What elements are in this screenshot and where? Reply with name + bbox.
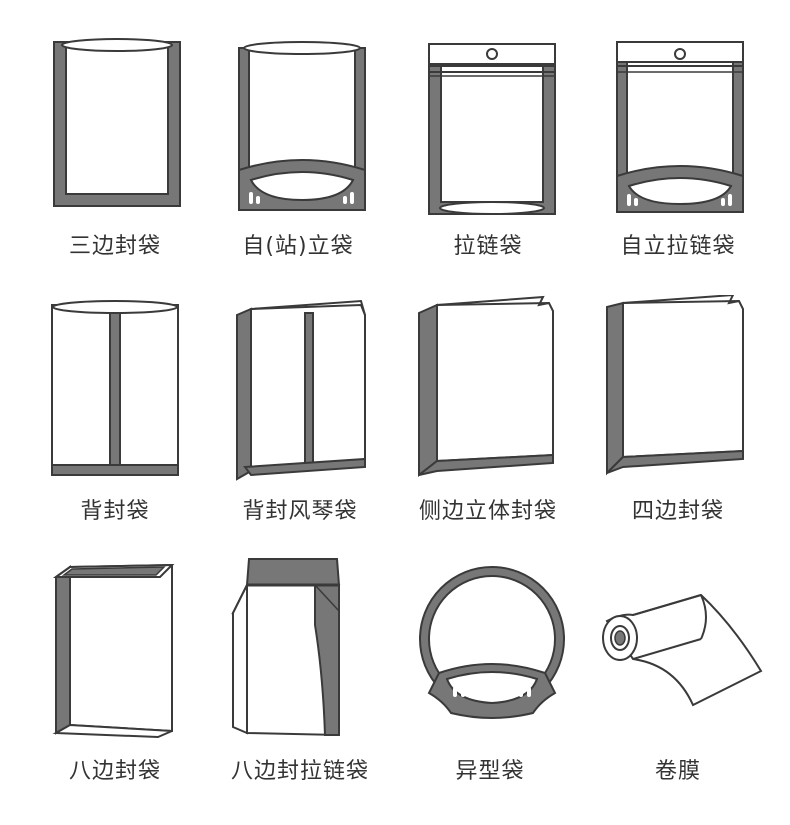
eight-side-zipper-bag-icon bbox=[231, 558, 341, 737]
bag-label: 异型袋 bbox=[455, 759, 525, 784]
shaped-bag-icon bbox=[419, 566, 565, 719]
bag-label: 八边封袋 bbox=[68, 759, 161, 784]
bag-label: 背封风琴袋 bbox=[242, 499, 358, 524]
bag-item-side-gusset: 侧边立体封袋 bbox=[393, 295, 583, 535]
bag-item-three-side-seal: 三边封袋 bbox=[20, 30, 210, 270]
bag-label: 拉链袋 bbox=[453, 234, 523, 259]
bag-label: 八边封拉链袋 bbox=[230, 759, 369, 784]
side-gusset-bag-icon bbox=[418, 295, 554, 478]
three-side-seal-bag-icon bbox=[53, 38, 181, 207]
back-seal-gusset-bag-icon bbox=[236, 299, 366, 481]
bag-item-back-seal-gusset: 背封风琴袋 bbox=[205, 295, 395, 535]
back-seal-bag-icon bbox=[51, 300, 179, 476]
bag-item-eight-side-zipper: 八边封拉链袋 bbox=[205, 555, 395, 795]
bag-label: 卷膜 bbox=[654, 759, 701, 784]
roll-film-icon bbox=[602, 593, 763, 707]
zipper-bag-icon bbox=[428, 43, 556, 215]
stand-up-zipper-bag-icon bbox=[616, 41, 744, 213]
bag-item-stand-up: 自(站)立袋 bbox=[203, 30, 393, 270]
bag-item-roll-film: 卷膜 bbox=[583, 555, 773, 795]
eight-side-seal-bag-icon bbox=[52, 563, 175, 739]
bag-item-back-seal: 背封袋 bbox=[20, 295, 210, 535]
bag-label: 侧边立体封袋 bbox=[418, 499, 557, 524]
bag-item-zipper: 拉链袋 bbox=[393, 30, 583, 270]
bag-label: 四边封袋 bbox=[631, 499, 724, 524]
stand-up-pouch-icon bbox=[238, 41, 366, 211]
bag-item-shaped: 异型袋 bbox=[395, 555, 585, 795]
bag-item-eight-side-seal: 八边封袋 bbox=[20, 555, 210, 795]
bag-label: 三边封袋 bbox=[68, 234, 161, 259]
four-side-seal-bag-icon bbox=[606, 295, 744, 476]
bag-item-four-side-seal: 四边封袋 bbox=[583, 295, 773, 535]
bag-item-stand-up-zipper: 自立拉链袋 bbox=[583, 30, 773, 270]
bag-label: 背封袋 bbox=[80, 499, 150, 524]
bag-label: 自(站)立袋 bbox=[242, 234, 354, 259]
bag-label: 自立拉链袋 bbox=[620, 234, 736, 259]
